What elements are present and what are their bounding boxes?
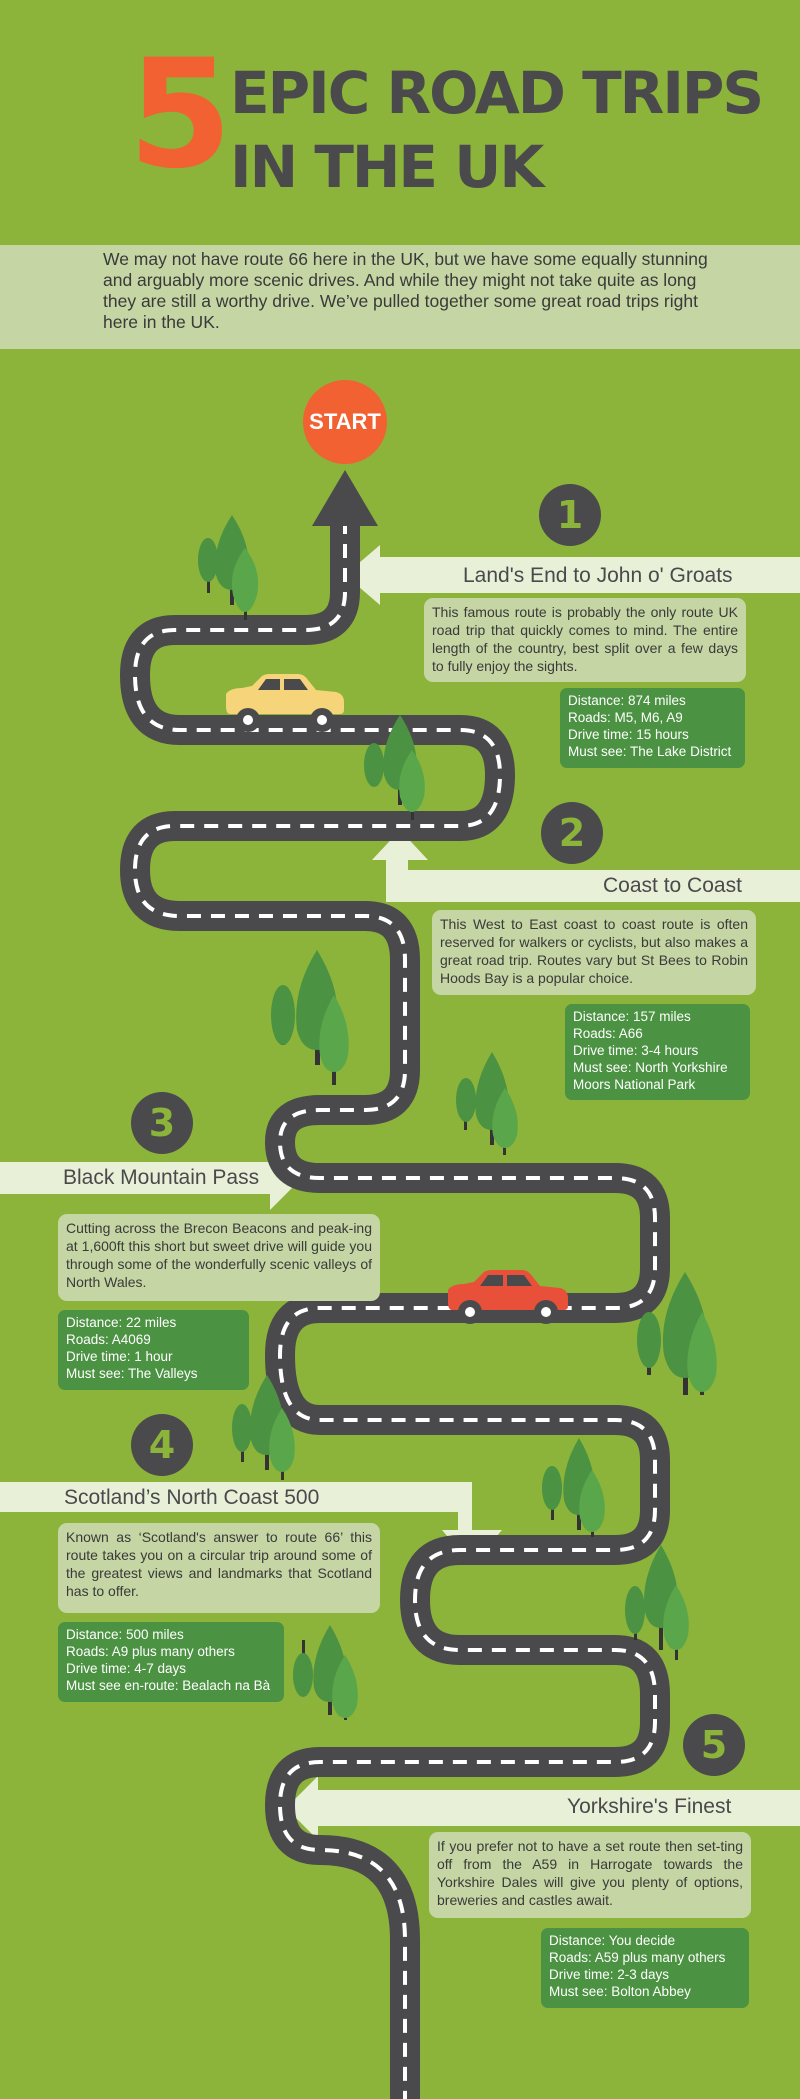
route-3-description: Cutting across the Brecon Beacons and pe…: [58, 1214, 380, 1301]
route-3-roads: Roads: A4069: [66, 1332, 151, 1347]
tree-icon: [637, 1272, 717, 1395]
route-3-badge: 3: [131, 1092, 193, 1154]
route-2-must-see-cont: Moors National Park: [573, 1077, 696, 1092]
route-1-roads: Roads: M5, M6, A9: [568, 710, 683, 725]
route-1-drive-time: Drive time: 15 hours: [568, 727, 689, 742]
route-5-roads: Roads: A59 plus many others: [549, 1950, 726, 1965]
route-3-stats: Distance: 22 miles Roads: A4069 Drive ti…: [58, 1310, 249, 1390]
headline-title: EPIC ROAD TRIPS IN THE UK: [230, 56, 764, 204]
route-1-distance: Distance: 874 miles: [568, 693, 686, 708]
route-5-distance: Distance: You decide: [549, 1933, 676, 1948]
headline-line-1: EPIC ROAD TRIPS: [230, 59, 764, 127]
tree-icon: [542, 1438, 605, 1537]
route-1-stats: Distance: 874 miles Roads: M5, M6, A9 Dr…: [560, 688, 745, 768]
tree-icon: [271, 950, 349, 1085]
banner-5: [286, 1776, 800, 1840]
banner-3: [0, 1146, 302, 1210]
route-1-must-see: Must see: The Lake District: [568, 744, 732, 759]
route-2-must-see: Must see: North Yorkshire: [573, 1060, 728, 1075]
tree-icon: [456, 1052, 518, 1155]
route-1-description: This famous route is probably the only r…: [424, 598, 746, 682]
route-2-description: This West to East coast to coast route i…: [432, 910, 756, 995]
tree-icon: [293, 1625, 358, 1720]
route-1-title: Land's End to John o' Groats: [463, 564, 733, 587]
route-4-must-see: Must see en-route: Bealach na Bà: [66, 1678, 271, 1693]
route-5-title: Yorkshire's Finest: [567, 1795, 732, 1818]
route-2-stats: Distance: 157 miles Roads: A66 Drive tim…: [565, 1004, 750, 1100]
route-5-drive-time: Drive time: 2-3 days: [549, 1967, 670, 1982]
intro-band: We may not have route 66 here in the UK,…: [0, 245, 800, 349]
tree-icon: [364, 715, 425, 820]
banner-1: [345, 545, 800, 605]
intro-text: We may not have route 66 here in the UK,…: [103, 249, 708, 332]
route-2-roads: Roads: A66: [573, 1026, 643, 1041]
banner-4: [0, 1482, 502, 1565]
yellow-car-icon: [226, 674, 344, 732]
route-5-stats: Distance: You decide Roads: A59 plus man…: [541, 1928, 749, 2008]
route-2-distance: Distance: 157 miles: [573, 1009, 691, 1024]
headline-line-2: IN THE UK: [230, 133, 544, 201]
route-4-description: Known as ‘Scotland's answer to route 66’…: [58, 1523, 380, 1613]
route-2-drive-time: Drive time: 3-4 hours: [573, 1043, 699, 1058]
route-1-badge: 1: [539, 484, 601, 546]
tree-icon: [625, 1545, 689, 1660]
route-3-distance: Distance: 22 miles: [66, 1315, 177, 1330]
route-4-distance: Distance: 500 miles: [66, 1627, 184, 1642]
route-3-must-see: Must see: The Valleys: [66, 1366, 198, 1381]
route-5-badge: 5: [683, 1714, 745, 1776]
route-4-roads: Roads: A9 plus many others: [66, 1644, 235, 1659]
start-marker: START: [303, 380, 387, 464]
direction-arrow-icon: [312, 470, 378, 526]
route-2-title: Coast to Coast: [603, 874, 742, 897]
banner-2: [372, 830, 800, 902]
red-car-icon: [448, 1270, 568, 1324]
route-5-description: If you prefer not to have a set route th…: [429, 1832, 751, 1918]
headline-number: 5: [128, 28, 232, 202]
route-3-drive-time: Drive time: 1 hour: [66, 1349, 173, 1364]
route-4-stats: Distance: 500 miles Roads: A9 plus many …: [58, 1622, 284, 1702]
tree-icon: [232, 1375, 295, 1480]
road-center-line: [132, 520, 657, 2099]
route-2-badge: 2: [541, 802, 603, 864]
route-3-title: Black Mountain Pass: [63, 1166, 260, 1189]
route-4-title: Scotland’s North Coast 500: [64, 1486, 320, 1509]
route-4-badge: 4: [131, 1414, 193, 1476]
tree-icon: [198, 515, 259, 620]
route-5-must-see: Must see: Bolton Abbey: [549, 1984, 691, 1999]
route-4-drive-time: Drive time: 4-7 days: [66, 1661, 187, 1676]
